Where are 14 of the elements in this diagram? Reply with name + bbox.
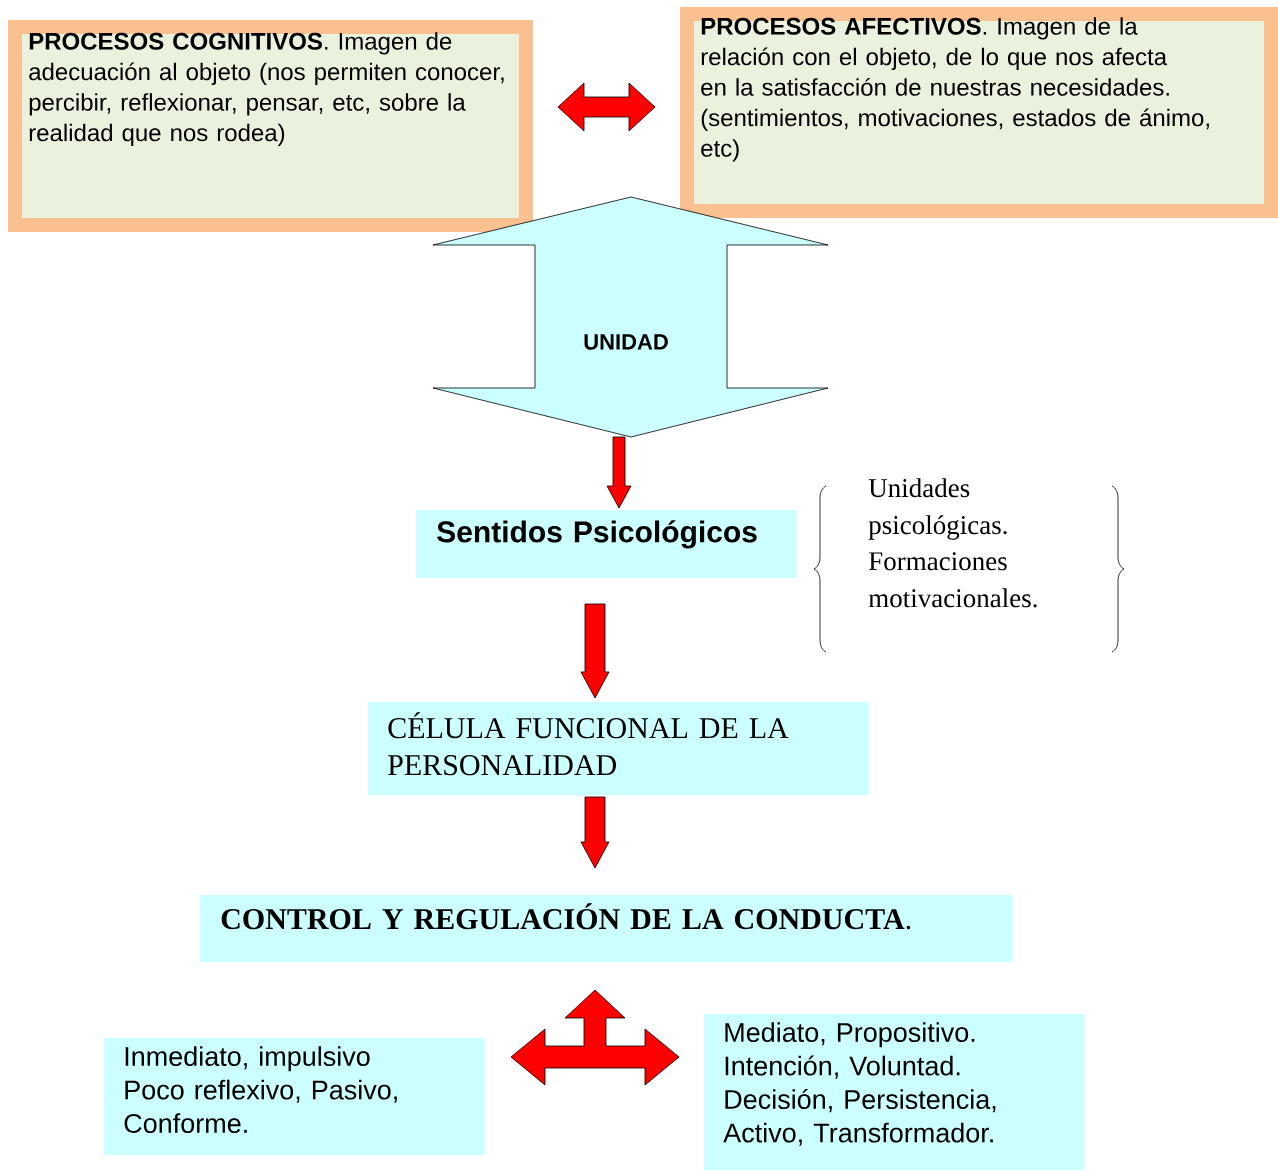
text-box: Inmediato, impulsivo Poco reflexivo, Pasivo, Conforme.: [104, 1038, 485, 1155]
side-note: Unidades psicológicas.: [868, 478, 1007, 540]
text-box: CONTROL Y REGULACIÓN DE LA CONDUCTA.: [200, 895, 1013, 962]
text-box: Sentidos Psicológicos: [416, 510, 797, 578]
text-box: CÉLULA FUNCIONAL DE LA PERSONALIDAD: [368, 702, 869, 795]
text-box: PROCESOS AFECTIVOS. Imagen de la relación con el objeto, de lo que nos afecta en la satisfacción de nuestras necesidades. (sentimientos, motivaciones, estados de ánimo, etc): [680, 7, 1278, 218]
arrow: [580, 796, 610, 869]
text-box: PROCESOS COGNITIVOS. Imagen de adecuación al objeto (nos permiten conocer, percibir, reflexionar, pensar, etc, sobre la realidad que nos rodea): [8, 20, 533, 232]
three-way-arrow: [510, 989, 680, 1086]
arrow: [580, 603, 610, 699]
side-note: Formaciones motivacionales.: [868, 552, 1037, 608]
arrow: [557, 82, 656, 132]
arrow: [606, 436, 632, 509]
text-box: Mediato, Propositivo. Intención, Voluntad. Decisión, Persistencia, Activo, Transformador.: [704, 1014, 1085, 1170]
